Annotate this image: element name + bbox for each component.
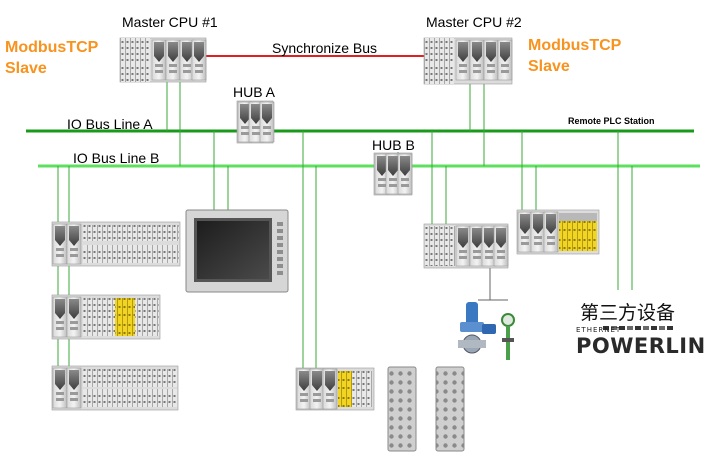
io-rack-3	[51, 365, 179, 411]
valve-icon	[458, 302, 496, 354]
master-cpu-2-device	[423, 37, 513, 85]
io-rack-1	[51, 221, 181, 267]
remote-plc-station-label: Remote PLC Station	[568, 116, 655, 126]
modbus-right-line1: ModbusTCP	[528, 37, 622, 54]
modbus-left-line1: ModbusTCP	[5, 39, 99, 56]
hub-b-label: HUB B	[372, 137, 415, 153]
powerlink-logo-bars	[603, 326, 673, 330]
master-cpu-2-label: Master CPU #2	[426, 14, 522, 30]
hub-b-device	[373, 152, 413, 196]
connector-block-1	[387, 366, 417, 452]
hmi-panel	[185, 209, 289, 293]
master-cpu-1-label: Master CPU #1	[122, 14, 218, 30]
modbus-right-line2: Slave	[528, 58, 570, 75]
powerlink-ethernet-text: ETHERNET	[576, 326, 622, 334]
modbus-slave-right: ModbusTCP Slave	[528, 35, 621, 77]
connector-block-2	[435, 366, 465, 452]
third-party-device-label: 第三方设备	[580, 302, 676, 324]
io-rack-2	[51, 294, 161, 340]
transmitter-icon	[501, 313, 515, 360]
remote-rack-middle	[423, 223, 509, 269]
connection-lines	[57, 80, 633, 368]
hub-a-label: HUB A	[233, 84, 276, 100]
hub-a-device	[236, 100, 275, 144]
modbus-slave-left: ModbusTCP Slave	[5, 37, 98, 79]
remote-rack-yellow	[516, 209, 600, 255]
io-bus-line-a-label: IO Bus Line A	[67, 116, 153, 132]
synchronize-bus-label: Synchronize Bus	[272, 40, 378, 56]
master-cpu-1-device	[119, 37, 207, 83]
io-bus-line-b-label: IO Bus Line B	[73, 150, 160, 166]
remote-rack-bottom	[295, 367, 375, 411]
modbus-left-line2: Slave	[5, 60, 47, 77]
powerlink-logo-text: POWERLINK	[576, 334, 704, 358]
